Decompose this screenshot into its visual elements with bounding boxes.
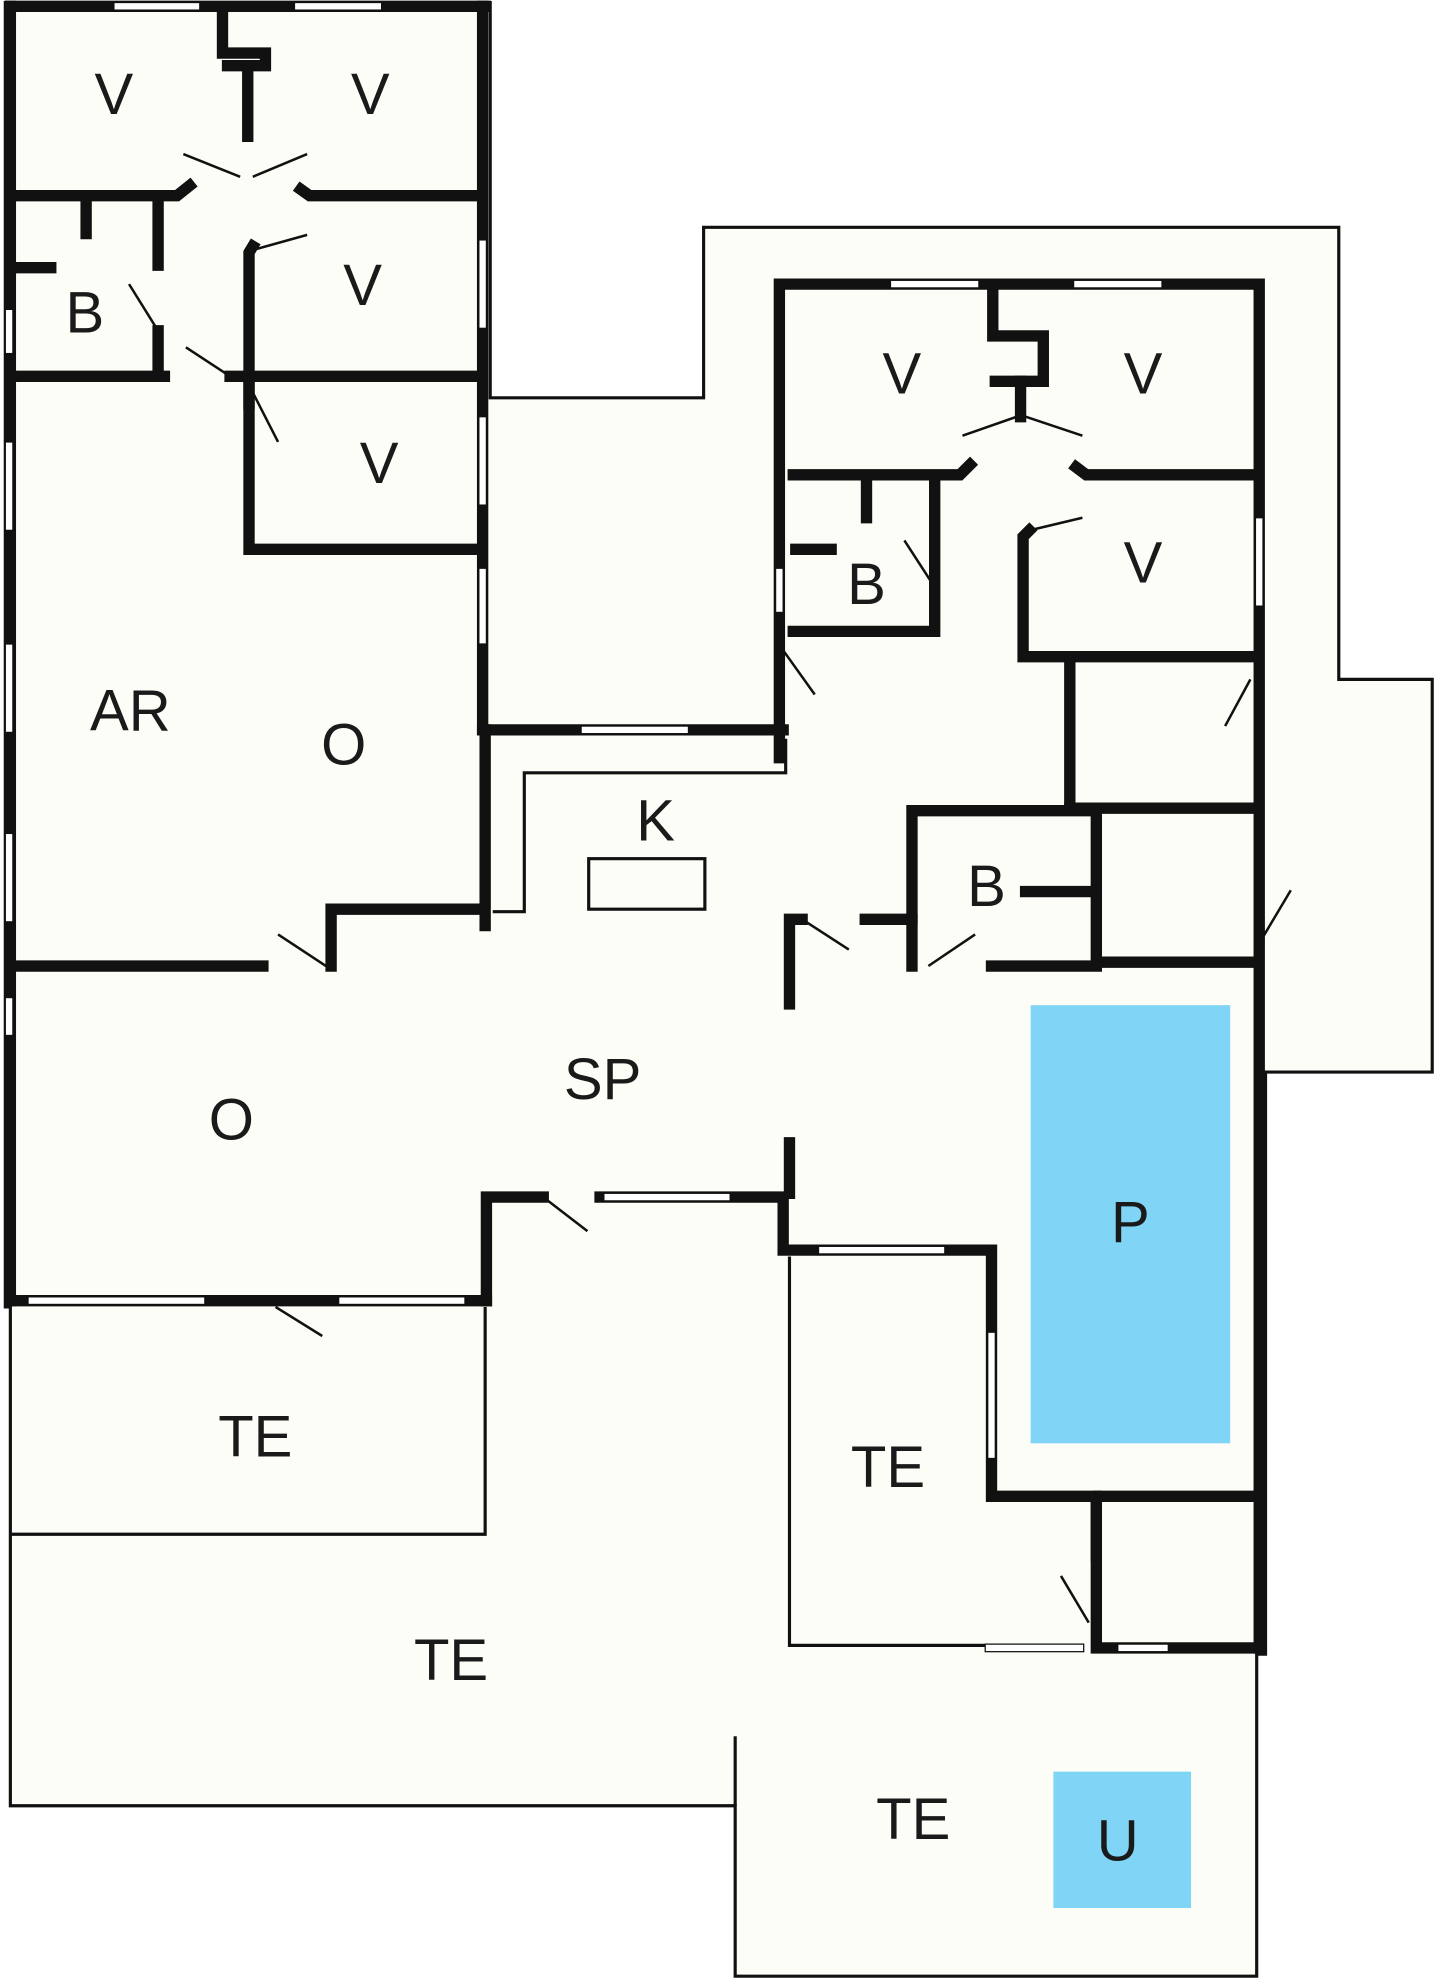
pool: [1030, 1005, 1231, 1444]
room-label-v: V: [882, 341, 921, 406]
floor-area: [3, 0, 1434, 1978]
hot-tub: [1053, 1771, 1192, 1909]
room-label-k: K: [636, 788, 675, 853]
room-label-o: O: [209, 1088, 254, 1153]
room-label-b: B: [65, 281, 104, 346]
room-label-v: V: [1124, 531, 1163, 596]
room-label-te: TE: [876, 1787, 950, 1852]
kitchen-island: [587, 857, 707, 911]
room-label-u: U: [1097, 1809, 1139, 1874]
room-label-ar: AR: [90, 678, 171, 743]
room-labels: V V B V V AR O K SP O V V B V B P TE TE …: [65, 62, 1162, 1873]
doors: [127, 152, 1292, 1624]
room-label-p: P: [1111, 1190, 1150, 1255]
room-label-te: TE: [851, 1435, 925, 1500]
windows: [4, 1, 1264, 1653]
room-label-b: B: [847, 552, 886, 617]
room-label-sp: SP: [564, 1047, 641, 1112]
room-label-b: B: [967, 854, 1006, 919]
thin-lines: [10, 738, 986, 1806]
room-label-v: V: [343, 253, 382, 318]
room-label-te: TE: [414, 1628, 488, 1693]
room-label-v: V: [95, 62, 134, 127]
room-label-v: V: [360, 431, 399, 496]
room-label-v: V: [1124, 341, 1163, 406]
room-label-o: O: [321, 713, 366, 778]
room-label-te: TE: [218, 1405, 292, 1470]
room-label-v: V: [351, 62, 390, 127]
